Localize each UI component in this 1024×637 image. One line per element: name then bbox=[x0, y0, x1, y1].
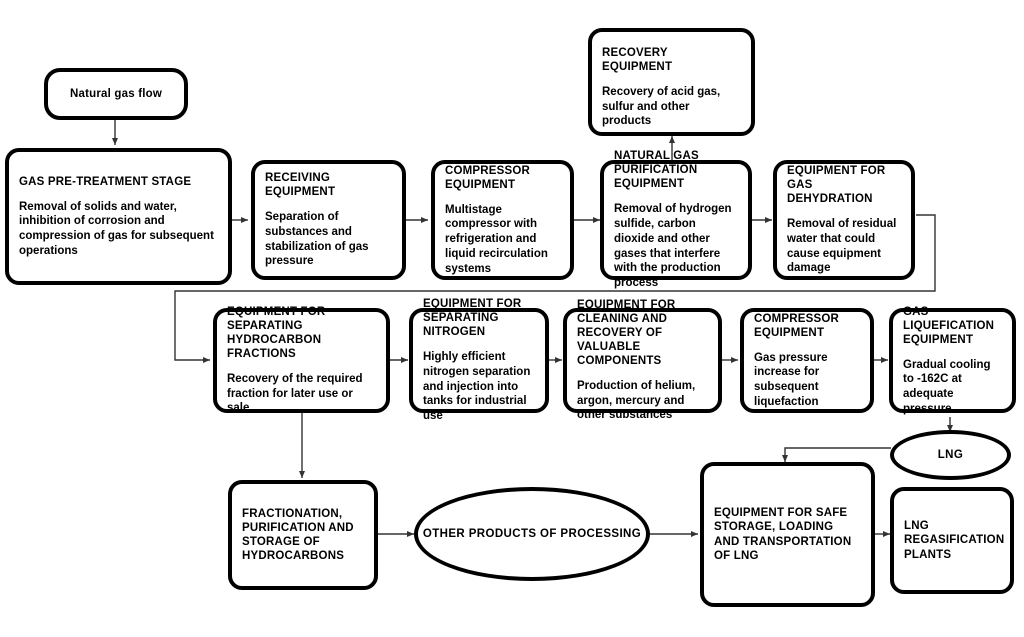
node-desc: Removal of residual water that could cau… bbox=[787, 218, 897, 275]
node-fractionation-storage[interactable]: FRACTIONATION, PURIFICATION AND STORAGE … bbox=[228, 480, 378, 590]
node-cleaning-recovery-valuable[interactable]: EQUIPMENT FOR CLEANING AND RECOVERY OF V… bbox=[563, 299, 722, 421]
node-safe-storage-transport[interactable]: EQUIPMENT FOR SAFE STORAGE, LOADING AND … bbox=[700, 462, 875, 607]
node-desc: Recovery of acid gas, sulfur and other p… bbox=[602, 86, 721, 128]
node-desc: Highly efficient nitrogen separation and… bbox=[423, 351, 531, 423]
node-title: FRACTIONATION, PURIFICATION AND STORAGE … bbox=[242, 507, 354, 563]
node-title: EQUIPMENT FOR SEPARATING HYDROCARBON FRA… bbox=[227, 305, 326, 360]
node-lng-regasification[interactable]: LNG REGASIFICATION PLANTS bbox=[890, 487, 1014, 594]
node-desc: Gradual cooling to -162C at adequate pre… bbox=[903, 358, 991, 415]
node-receiving-equipment[interactable]: RECEIVING EQUIPMENT Separation of substa… bbox=[251, 160, 406, 280]
node-title: COMPRESSOR EQUIPMENT bbox=[754, 312, 840, 339]
node-title: Natural gas flow bbox=[69, 87, 163, 100]
node-desc: Removal of solids and water, inhibition … bbox=[19, 200, 214, 257]
node-title: COMPRESSOR EQUIPMENT bbox=[445, 164, 531, 191]
node-title: RECEIVING EQUIPMENT bbox=[265, 172, 336, 199]
node-title: EQUIPMENT FOR CLEANING AND RECOVERY OF V… bbox=[577, 298, 676, 367]
node-title: LNG bbox=[937, 449, 964, 461]
node-gas-pretreatment[interactable]: GAS PRE-TREATMENT STAGE Removal of solid… bbox=[5, 148, 232, 285]
node-natural-gas-flow[interactable]: Natural gas flow bbox=[44, 68, 188, 120]
node-title: NATURAL GAS PURIFICATION EQUIPMENT bbox=[614, 150, 699, 191]
node-other-products[interactable]: OTHER PRODUCTS OF PROCESSING bbox=[414, 487, 650, 581]
node-desc: Recovery of the required fraction for la… bbox=[227, 372, 363, 415]
node-title: GAS LIQUEFICATION EQUIPMENT bbox=[903, 305, 995, 346]
node-title: GAS PRE-TREATMENT STAGE bbox=[19, 175, 192, 188]
node-desc: Multistage compressor with refrigeration… bbox=[445, 203, 548, 275]
node-title: EQUIPMENT FOR SEPARATING NITROGEN bbox=[423, 298, 522, 339]
node-gas-dehydration[interactable]: EQUIPMENT FOR GAS DEHYDRATION Removal of… bbox=[773, 160, 915, 280]
node-title: RECOVERY EQUIPMENT bbox=[602, 47, 673, 74]
node-desc: Production of helium, argon, mercury and… bbox=[577, 379, 696, 422]
node-title: EQUIPMENT FOR GAS DEHYDRATION bbox=[787, 165, 886, 206]
node-recovery-equipment[interactable]: RECOVERY EQUIPMENT Recovery of acid gas,… bbox=[588, 28, 755, 136]
node-desc: Removal of hydrogen sulfide, carbon diox… bbox=[614, 203, 732, 289]
node-separating-nitrogen[interactable]: EQUIPMENT FOR SEPARATING NITROGEN Highly… bbox=[409, 298, 549, 422]
node-title: OTHER PRODUCTS OF PROCESSING bbox=[422, 528, 642, 540]
node-lng[interactable]: LNG bbox=[890, 430, 1011, 480]
edge-lng-to-storage bbox=[782, 447, 891, 462]
node-desc: Separation of substances and stabilizati… bbox=[265, 211, 369, 268]
node-compressor-equipment-2[interactable]: COMPRESSOR EQUIPMENT Gas pressure increa… bbox=[740, 308, 874, 413]
node-title: LNG REGASIFICATION PLANTS bbox=[904, 520, 1005, 561]
node-gas-liquefaction[interactable]: GAS LIQUEFICATION EQUIPMENT Gradual cool… bbox=[889, 305, 1016, 415]
node-desc: Gas pressure increase for subsequent liq… bbox=[754, 351, 828, 408]
node-natural-gas-purification[interactable]: NATURAL GAS PURIFICATION EQUIPMENT Remov… bbox=[600, 150, 752, 289]
node-separating-hydrocarbon-fractions[interactable]: EQUIPMENT FOR SEPARATING HYDROCARBON FRA… bbox=[213, 305, 390, 415]
node-compressor-equipment-1[interactable]: COMPRESSOR EQUIPMENT Multistage compress… bbox=[431, 160, 574, 280]
node-title: EQUIPMENT FOR SAFE STORAGE, LOADING AND … bbox=[714, 507, 852, 562]
